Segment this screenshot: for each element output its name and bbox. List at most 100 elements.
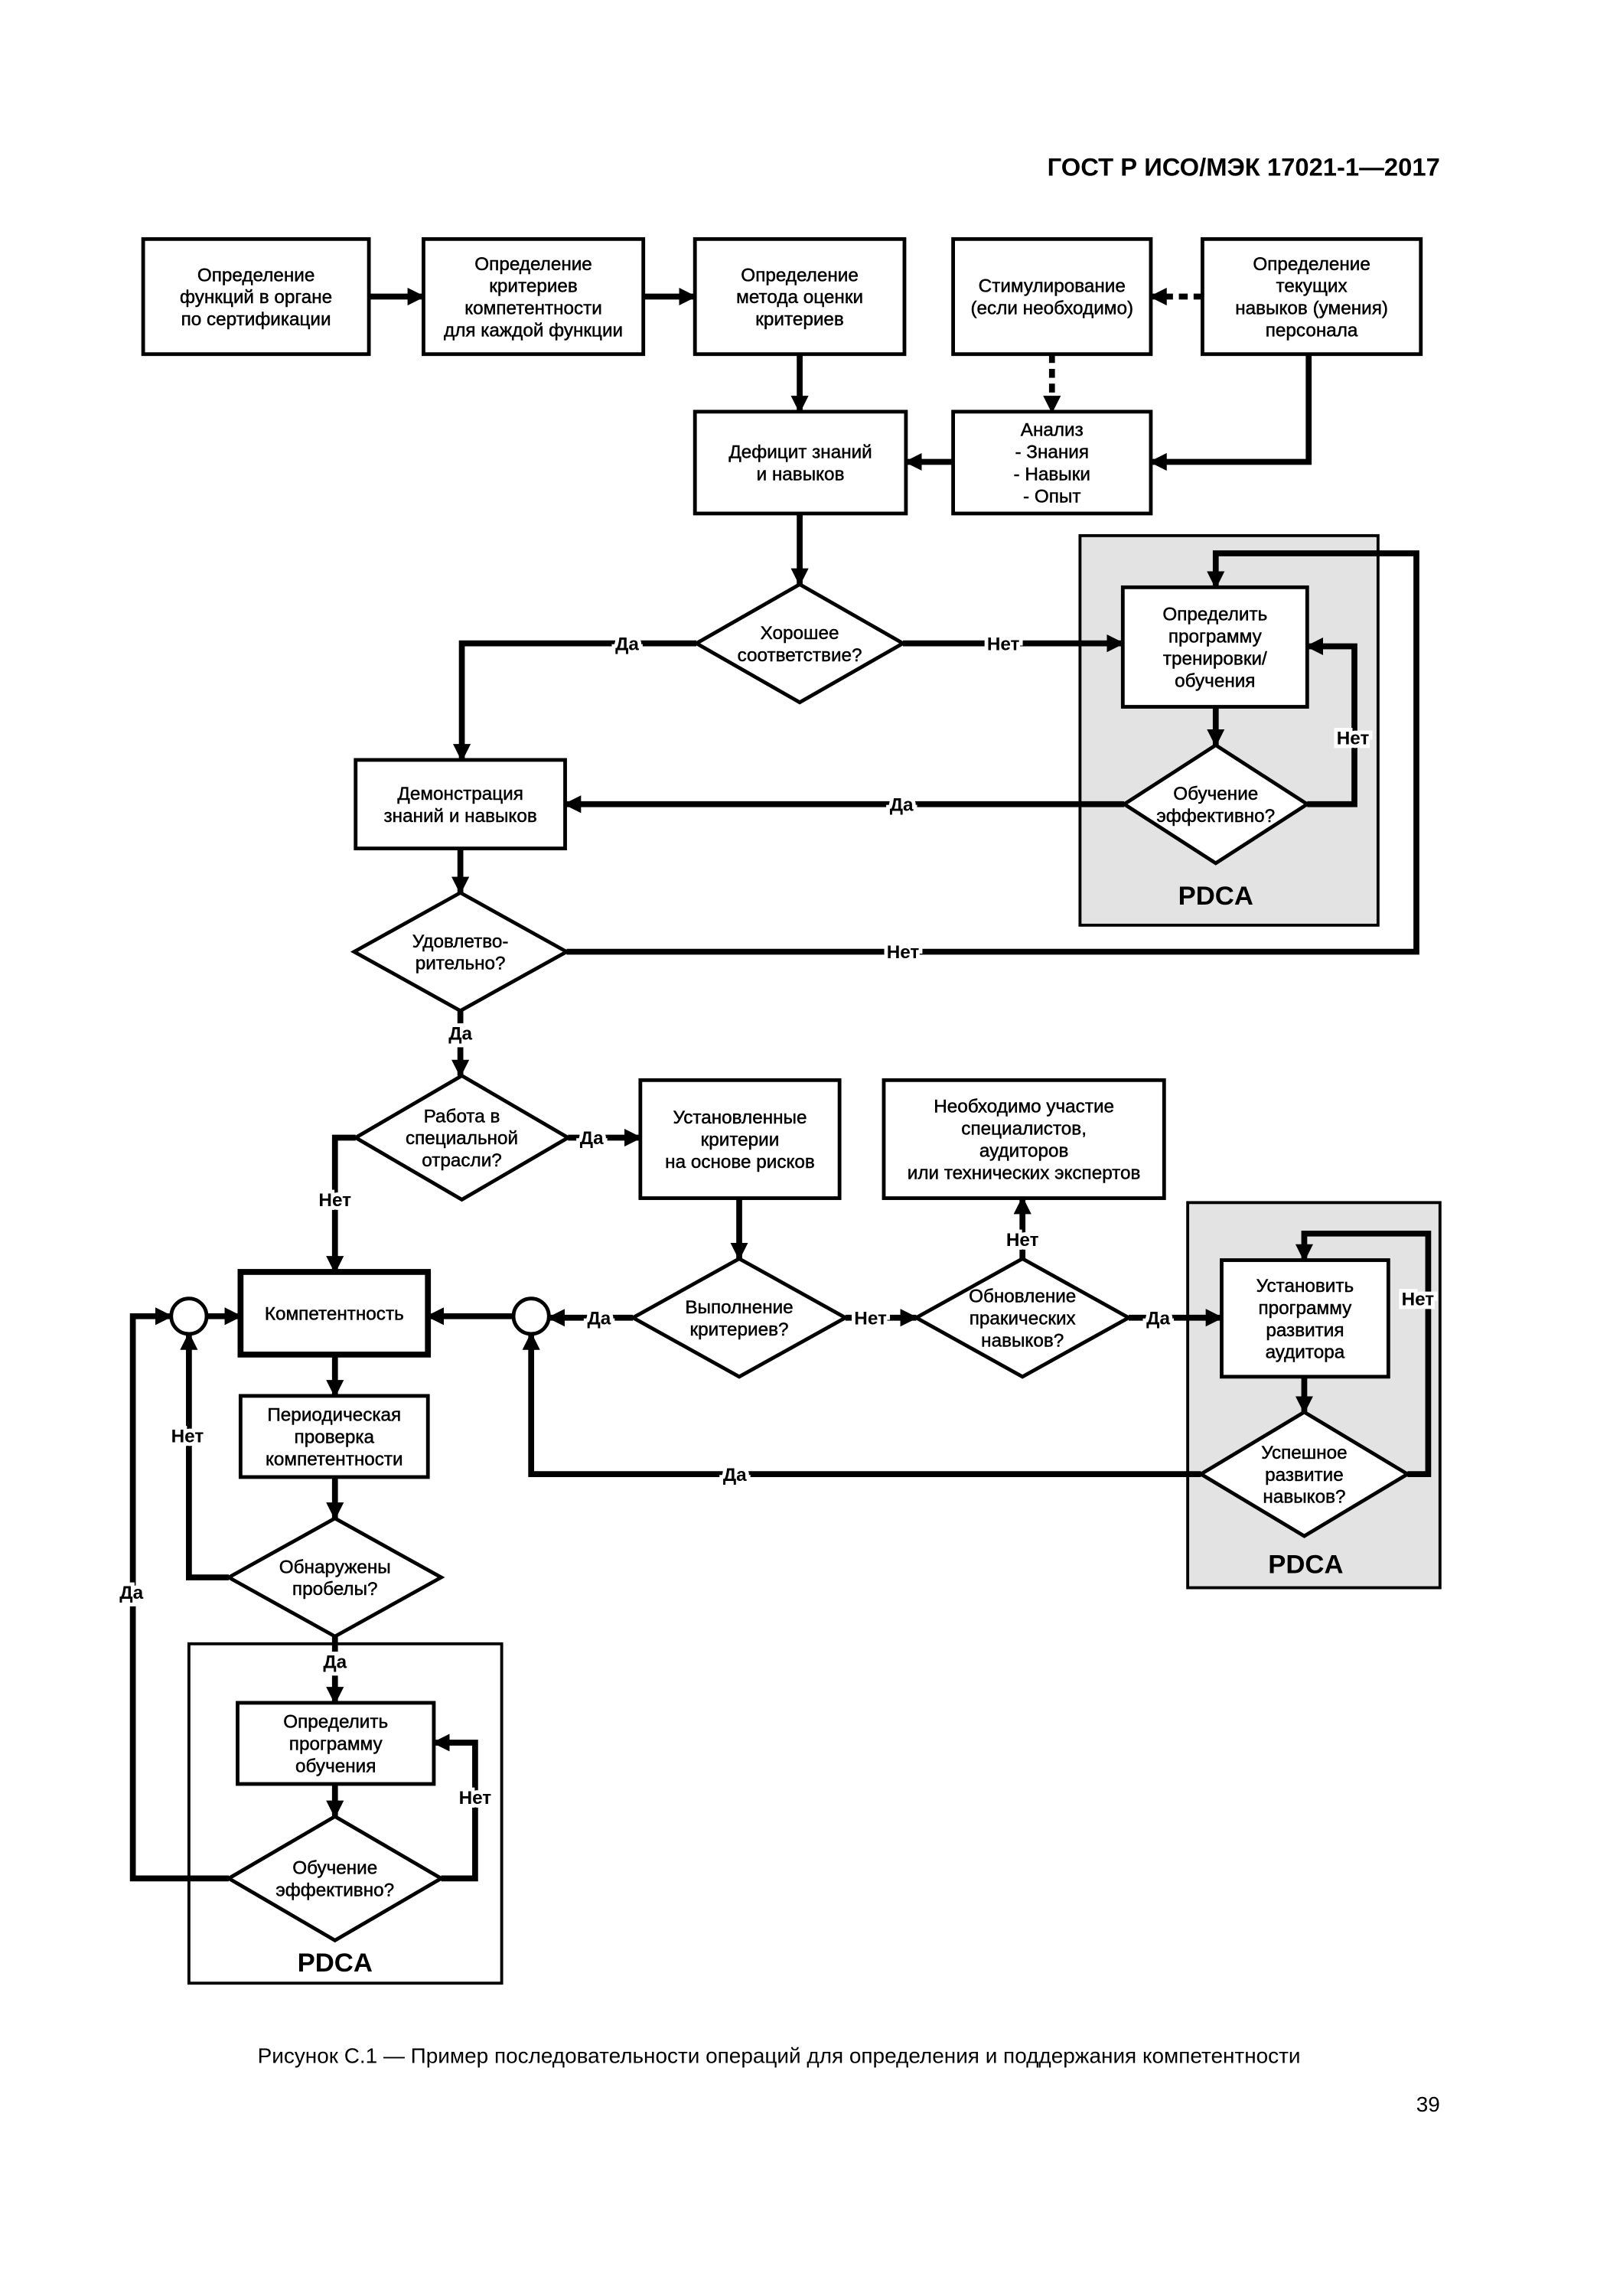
node-text-line: метода оценки: [736, 287, 863, 308]
node-text-line: (если необходимо): [970, 298, 1133, 319]
decision-diamond: [1197, 1410, 1412, 1538]
process-box: [1220, 1258, 1390, 1379]
pdca-label: PDCA: [1178, 882, 1253, 911]
connector-current-skills-to-analysis: [1149, 354, 1312, 471]
node-text-line: рительно?: [416, 954, 506, 974]
node-text-line: Обновление: [969, 1286, 1076, 1306]
edge-label: Да: [587, 1308, 611, 1329]
node-text: Удовлетво-рительно?: [412, 931, 509, 974]
node-text-line: по сертификации: [181, 309, 331, 330]
node-text-line: текущих: [1276, 276, 1348, 297]
process-box: [951, 409, 1153, 516]
connector-satisfactory-to-training-program: [566, 550, 1419, 955]
node-stimulation: Стимулирование(если необходимо): [951, 236, 1153, 357]
node-text-line: эффективно?: [1156, 806, 1275, 827]
process-box: [638, 1078, 842, 1200]
node-text-line: знаний и навыков: [384, 806, 537, 827]
process-box: [237, 1269, 432, 1358]
node-text-line: для каждой функции: [444, 321, 623, 341]
process-box: [236, 1701, 436, 1786]
node-text-line: компетентности: [266, 1450, 403, 1470]
node-text-line: навыков (умения): [1235, 298, 1388, 319]
edge-label: Нет: [318, 1190, 351, 1211]
node-text-line: Анализ: [1021, 420, 1084, 441]
node-text-line: Установить: [1256, 1276, 1354, 1296]
node-text-line: Удовлетво-: [412, 931, 509, 952]
node-text-line: или технических экспертов: [908, 1163, 1141, 1183]
node-text-line: на основе рисков: [665, 1152, 815, 1172]
connector-learning-effective-to-learning-program: [432, 1733, 478, 1882]
junction-1-circle: [169, 1296, 209, 1336]
connector-skills-success-to-junction-2: [522, 1332, 1201, 1477]
node-text-line: аудиторов: [979, 1141, 1069, 1162]
node-text-line: персонала: [1266, 321, 1358, 341]
node-text-line: Установленные: [673, 1107, 807, 1128]
node-text-line: критериев: [755, 309, 844, 330]
node-text-line: Периодическая: [267, 1405, 401, 1426]
node-text-line: специалистов,: [961, 1119, 1087, 1140]
edge-label: Да: [448, 1023, 472, 1044]
process-box: [693, 236, 907, 357]
edge-label: Да: [119, 1583, 143, 1603]
node-text-line: Хорошее: [761, 623, 839, 644]
decision-diamond: [693, 582, 907, 705]
node-text-line: развитие: [1265, 1465, 1344, 1486]
decision-diamond: [1120, 742, 1311, 866]
decision-diamond: [224, 1516, 445, 1639]
connectors: [129, 287, 1432, 1882]
node-text-line: Определить: [1162, 605, 1267, 625]
node-text-line: Обнаружены: [279, 1557, 391, 1577]
node-text: Компетентность: [265, 1304, 404, 1325]
process-box: [1120, 585, 1309, 709]
node-text: Анализ- Знания- Навыки- Опыт: [1014, 420, 1090, 507]
node-text-line: - Навыки: [1014, 465, 1090, 485]
edge-label: Нет: [1402, 1289, 1435, 1309]
edge-label: Нет: [887, 942, 920, 963]
node-text-line: - Знания: [1015, 442, 1089, 463]
node-text-line: навыков?: [981, 1330, 1064, 1351]
edge-label: Нет: [854, 1308, 887, 1329]
node-text-line: программу: [1259, 1298, 1353, 1319]
node-text-line: обучения: [1175, 670, 1255, 691]
node-text-line: Определить: [283, 1712, 388, 1733]
pdca-label: PDCA: [1268, 1550, 1343, 1579]
junction-2-circle: [511, 1296, 551, 1336]
node-text-line: Успешное: [1261, 1443, 1348, 1463]
node-text-line: развития: [1266, 1320, 1344, 1341]
process-box: [1201, 236, 1423, 357]
process-box: [882, 1078, 1166, 1200]
decision-diamond: [912, 1256, 1133, 1379]
node-text-line: проверка: [295, 1427, 375, 1448]
node-competence: Компетентность: [237, 1269, 432, 1358]
process-box: [354, 758, 567, 851]
node-text-line: Необходимо участие: [934, 1097, 1114, 1117]
node-text-line: специальной: [406, 1128, 518, 1149]
node-text-line: Стимулирование: [979, 276, 1126, 297]
process-box: [141, 236, 371, 357]
